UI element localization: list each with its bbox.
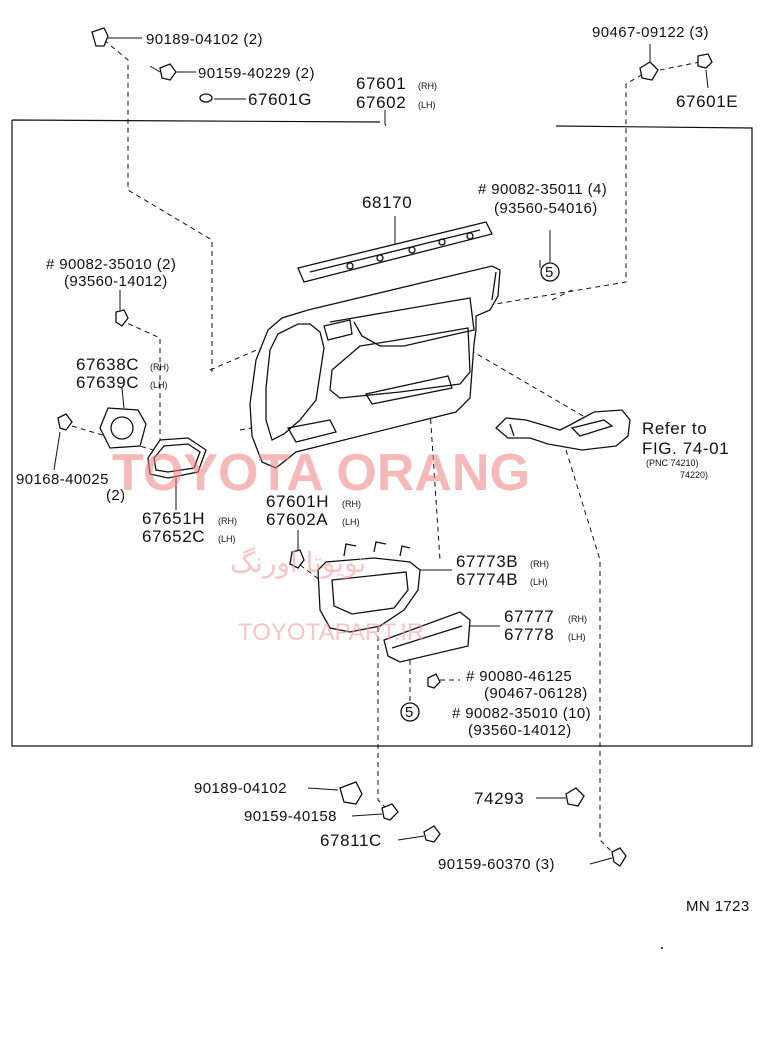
label-67601H: 67601H xyxy=(266,492,329,511)
reference-marker-5-top: 5 xyxy=(540,230,560,282)
handle-bezel-67773B xyxy=(317,541,452,633)
marker-5-text: 5 xyxy=(545,264,554,281)
screw-90159-60370 xyxy=(589,847,627,867)
watermark-persian: تویوتا اورنگ xyxy=(230,546,366,579)
screw-90168-40025 xyxy=(53,413,73,471)
label-90189-04102-bottom: 90189-04102 xyxy=(194,780,287,797)
label-74293: 74293 xyxy=(474,789,524,808)
clip-90189-04102-bottom xyxy=(307,781,363,805)
grille-67651H xyxy=(147,437,207,510)
label-93560-14012-b: (93560-14012) xyxy=(468,722,572,739)
label-67777: 67777 xyxy=(504,607,554,626)
label-67774B-side: (LH) xyxy=(530,577,548,587)
stray-dot xyxy=(661,947,663,949)
nut-90080-46125 xyxy=(427,673,441,689)
label-90168-qty: (2) xyxy=(106,487,126,504)
label-90189-04102-top: 90189-04102 (2) xyxy=(146,31,263,48)
label-67777-side: (RH) xyxy=(568,614,587,624)
label-90082-35011: # 90082-35011 (4) xyxy=(478,181,607,198)
label-68170: 68170 xyxy=(362,193,412,212)
label-67602A-side: (LH) xyxy=(342,517,360,527)
marker-5-text: 5 xyxy=(405,704,414,721)
label-67773B-side: (RH) xyxy=(530,559,549,569)
label-90159-40158: 90159-40158 xyxy=(244,808,337,825)
watermark-url: TOYOTAPART.IR xyxy=(238,619,424,646)
label-90159-40229: 90159-40229 (2) xyxy=(198,65,315,82)
label-67602-side: (LH) xyxy=(418,100,436,110)
cap-74293 xyxy=(536,787,585,807)
clip-67601H xyxy=(289,530,305,569)
weatherstrip-68170 xyxy=(297,216,493,283)
armrest-refer-fig-74-01 xyxy=(495,409,631,451)
screw-90159-40158 xyxy=(351,803,399,821)
label-90080-46125: # 90080-46125 xyxy=(466,668,572,685)
pull-handle-67777 xyxy=(383,611,500,663)
door-trim-panel xyxy=(249,260,541,469)
part-labels: 90189-04102 (2) 90159-40229 (2) 67601G 6… xyxy=(16,24,750,915)
label-67601: 67601 xyxy=(356,74,406,93)
label-67811C: 67811C xyxy=(320,831,382,850)
label-67652C: 67652C xyxy=(142,527,205,546)
label-67601E: 67601E xyxy=(676,92,738,111)
label-pnc-b: 74220) xyxy=(680,470,708,480)
label-67602A: 67602A xyxy=(266,510,328,529)
label-pnc-a: (PNC 74210) xyxy=(646,458,699,468)
clip-67811C xyxy=(397,825,441,843)
label-67652C-side: (LH) xyxy=(218,534,236,544)
label-67773B: 67773B xyxy=(456,552,518,571)
label-67778: 67778 xyxy=(504,625,554,644)
label-67602: 67602 xyxy=(356,93,406,112)
label-67601G: 67601G xyxy=(248,90,312,109)
label-67638C-side: (RH) xyxy=(150,362,169,372)
clip-67601E xyxy=(697,53,713,89)
label-90159-60370: 90159-60370 (3) xyxy=(438,856,555,873)
watermark-main: TOYOTA ORANG xyxy=(112,444,530,502)
label-90082-35010-b: # 90082-35010 (10) xyxy=(452,705,591,722)
clip-67601G xyxy=(199,93,246,103)
label-67601-side: (RH) xyxy=(418,81,437,91)
screw-90082-35010-a xyxy=(115,290,129,327)
label-67778-side: (LH) xyxy=(568,632,586,642)
diagram-code-mn: MN 1723 xyxy=(686,898,750,915)
watermark: TOYOTA ORANG تویوتا اورنگ TOYOTAPART.IR xyxy=(112,444,530,646)
label-67651H: 67651H xyxy=(142,509,205,528)
label-67639C: 67639C xyxy=(76,373,139,392)
bracket-67638C xyxy=(99,387,147,449)
reference-marker-5-bottom: 5 xyxy=(400,702,420,722)
label-90168-40025: 90168-40025 xyxy=(16,471,109,488)
label-67774B: 67774B xyxy=(456,570,518,589)
screw-90159-40229 xyxy=(149,63,196,81)
label-90082-35010-a: # 90082-35010 (2) xyxy=(46,256,176,273)
assembly-frame xyxy=(11,110,753,747)
label-67638C: 67638C xyxy=(76,355,139,374)
label-93560-14012-a: (93560-14012) xyxy=(64,273,168,290)
label-fig: FIG. 74-01 xyxy=(642,439,729,458)
label-67651H-side: (RH) xyxy=(218,516,237,526)
clip-90189-04102-top xyxy=(91,27,142,47)
label-90467-09122: 90467-09122 (3) xyxy=(592,24,709,41)
nut-90467-09122 xyxy=(639,44,659,81)
label-refer-to: Refer to xyxy=(642,419,707,438)
label-67601H-side: (RH) xyxy=(342,499,361,509)
label-93560-54016: (93560-54016) xyxy=(494,200,598,217)
label-90467-06128: (90467-06128) xyxy=(484,685,588,702)
label-67639C-side: (LH) xyxy=(150,380,168,390)
